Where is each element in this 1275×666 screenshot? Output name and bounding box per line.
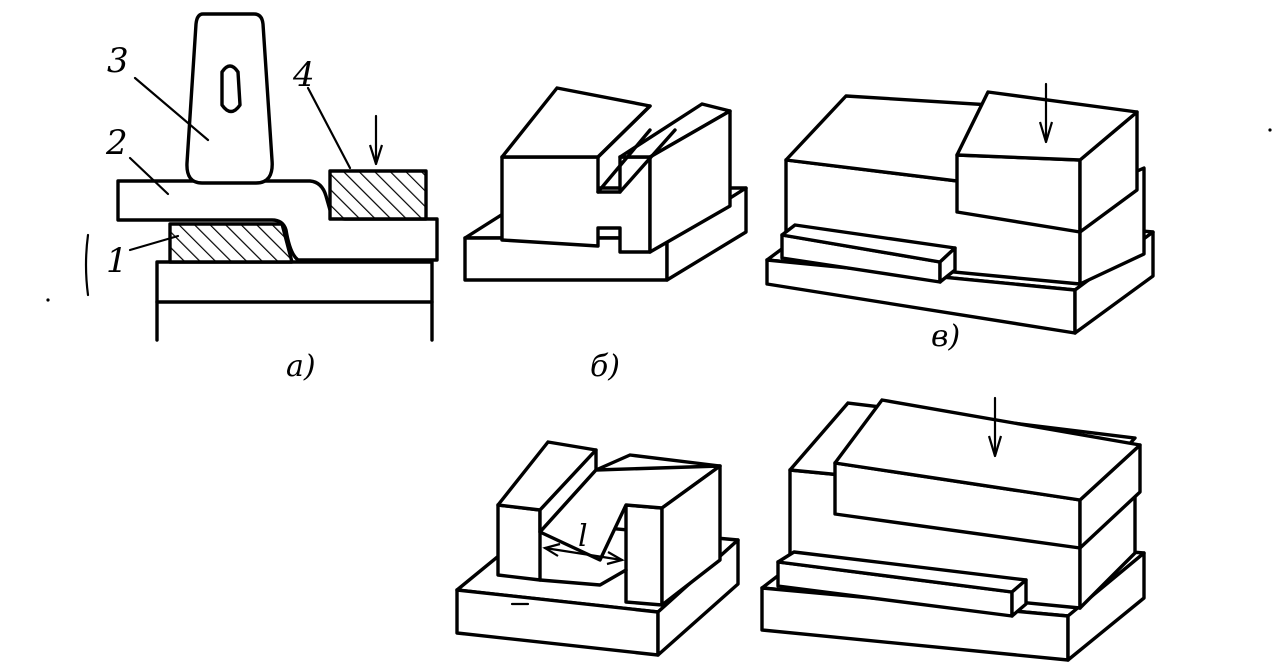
base-plate-upper bbox=[155, 260, 434, 304]
force-arrow-a bbox=[368, 114, 384, 166]
panel-v-stacked-blocks bbox=[765, 82, 1155, 335]
base-plate-lower bbox=[155, 300, 434, 342]
force-arrow-2 bbox=[987, 396, 1003, 458]
label-part-2: 2 bbox=[106, 123, 128, 163]
force-arrow-v bbox=[1038, 82, 1054, 144]
hatched-part-4 bbox=[328, 169, 428, 221]
caption-a: а) bbox=[286, 349, 316, 384]
stray-mark bbox=[84, 233, 90, 297]
panel-slot-dimension bbox=[455, 440, 740, 657]
leader-2 bbox=[128, 156, 170, 196]
panel-stacked-blocks-2 bbox=[760, 396, 1146, 662]
hammer-slot bbox=[220, 64, 242, 114]
caption-v: в) bbox=[931, 319, 961, 354]
label-part-4: 4 bbox=[293, 55, 315, 95]
label-part-3: 3 bbox=[107, 41, 129, 81]
hammer-3 bbox=[185, 12, 274, 185]
label-part-1: 1 bbox=[106, 241, 128, 281]
panel-b-slotted-block bbox=[463, 86, 748, 282]
caption-b: б) bbox=[590, 349, 621, 384]
leader-1 bbox=[128, 234, 180, 252]
panel-a-section-view bbox=[84, 12, 439, 342]
leader-4 bbox=[306, 86, 352, 170]
leader-3 bbox=[133, 76, 210, 142]
dimension-label-l: l bbox=[578, 519, 588, 554]
lever-2 bbox=[116, 179, 439, 262]
block-front-b bbox=[500, 155, 652, 254]
hatched-part-1 bbox=[168, 222, 294, 264]
dimension-line-l bbox=[542, 542, 625, 566]
stray-dot bbox=[1268, 128, 1272, 132]
